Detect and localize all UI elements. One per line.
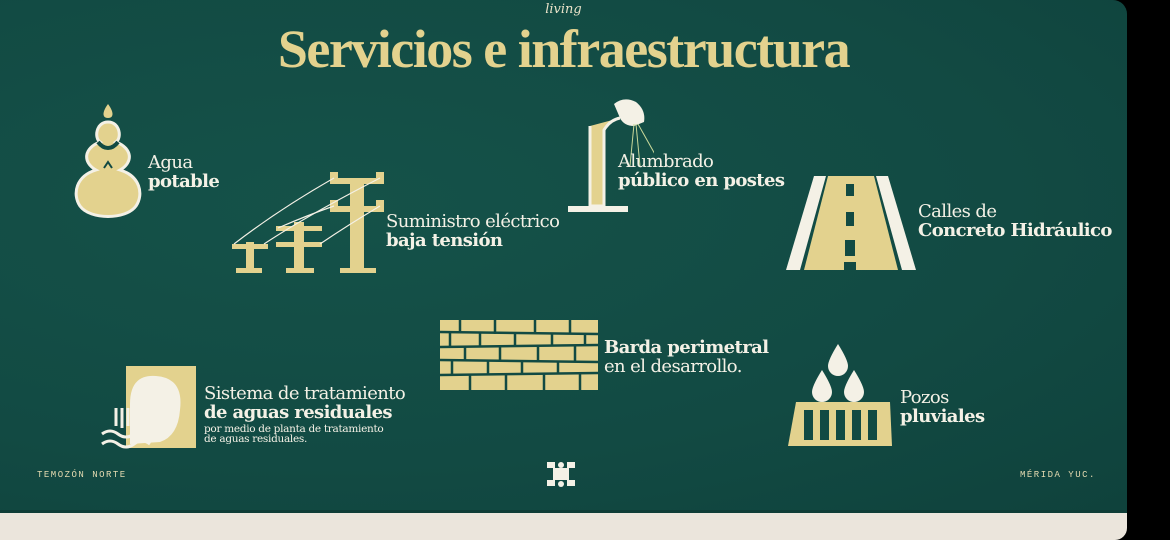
service-suministro-electrico: Suministro eléctrico baja tensión <box>386 211 560 251</box>
stone-wall-icon <box>440 320 598 390</box>
rain-well-icon <box>788 344 892 446</box>
service-alumbrado-publico: Alumbrado público en postes <box>618 151 785 191</box>
footer-location-right: MÉRIDA YUC. <box>1020 470 1096 480</box>
paper-strip <box>0 510 1127 540</box>
service-calles-concreto: Calles de Concreto Hidráulico <box>918 201 1112 241</box>
brand-logo-icon <box>547 462 575 487</box>
road-icon <box>786 176 916 270</box>
service-pozos-pluviales: Pozos pluviales <box>900 387 985 427</box>
brand-tag: living <box>545 2 582 17</box>
serpent-lamp-icon <box>568 99 654 212</box>
service-tratamiento-aguas: Sistema de tratamiento de aguas residual… <box>204 383 406 445</box>
gourd-water-icon <box>74 104 142 218</box>
service-agua-potable: Agua potable <box>148 152 220 192</box>
page-title: Servicios e infraestructura <box>277 19 851 79</box>
power-poles-icon <box>232 172 384 273</box>
water-treatment-icon <box>101 366 196 449</box>
infographic-card: living Servicios e infraestructura Agua … <box>0 0 1127 510</box>
service-barda-perimetral: Barda perimetral en el desarrollo. <box>604 337 769 377</box>
footer-location-left: TEMOZÓN NORTE <box>37 470 127 480</box>
